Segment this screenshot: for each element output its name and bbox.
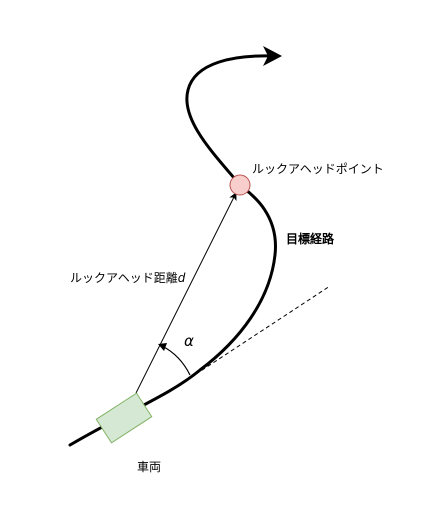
lookahead-point [229, 174, 251, 196]
lookahead-distance-symbol: d [178, 271, 186, 285]
lookahead-distance-label: ルックアヘッド距離d [70, 271, 186, 285]
alpha-label: α [184, 332, 194, 350]
vehicle-label: 車両 [137, 460, 161, 474]
vehicle-rect [95, 392, 153, 444]
target-path-arrowhead [263, 46, 282, 66]
alpha-arc [161, 345, 191, 376]
target-path-curve [68, 54, 277, 447]
lookahead-point-label: ルックアヘッドポイント [252, 162, 384, 176]
alpha-arc-arrowhead [158, 343, 167, 351]
lookahead-distance-text: ルックアヘッド距離 [70, 271, 178, 285]
lookahead-vector [135, 192, 237, 394]
target-path-label: 目標経路 [286, 231, 335, 246]
